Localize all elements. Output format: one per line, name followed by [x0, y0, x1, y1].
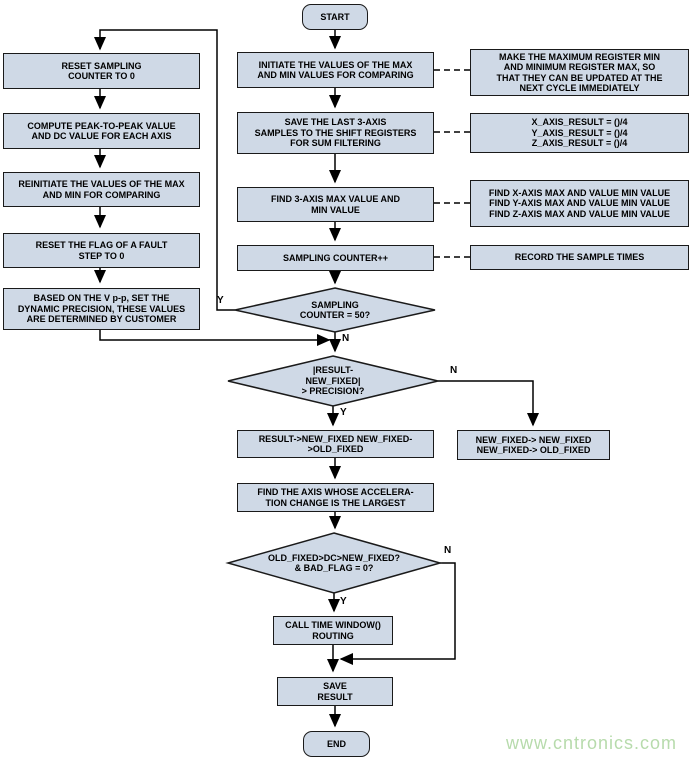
note-make-max-register: MAKE THE MAXIMUM REGISTER MIN AND MINIMU…: [470, 49, 689, 96]
process-sampling-counter-inc: SAMPLING COUNTER++: [237, 245, 434, 271]
process-reinitiate-max-min: REINITIATE THE VALUES OF THE MAX AND MIN…: [3, 172, 200, 207]
loop-decision-y-to-reset: [94, 29, 235, 311]
arrow-window-n-bypass: [339, 562, 456, 665]
process-save-samples: SAVE THE LAST 3-AXIS SAMPLES TO THE SHIF…: [237, 112, 434, 154]
branch-label-yes-sampling: Y: [217, 295, 224, 306]
decision-sampling-counter-label: SAMPLING COUNTER = 50?: [299, 299, 371, 321]
branch-label-yes-window: Y: [340, 596, 347, 607]
process-find-max-min: FIND 3-AXIS MAX VALUE AND MIN VALUE: [237, 187, 434, 222]
branch-label-no-sampling: N: [342, 333, 350, 344]
process-result-to-fixed: RESULT->NEW_FIXED NEW_FIXED- >OLD_FIXED: [237, 430, 434, 458]
end-terminator: END: [303, 731, 370, 757]
process-new-fixed-shift: NEW_FIXED-> NEW_FIXED NEW_FIXED-> OLD_FI…: [457, 430, 610, 460]
process-call-time-window: CALL TIME WINDOW() ROUTING: [273, 616, 393, 645]
start-terminator: START: [302, 4, 368, 30]
decision-time-window-label: OLD_FIXED>DC>NEW_FIXED? & BAD_FLAG = 0?: [267, 552, 401, 574]
process-save-result: SAVE RESULT: [277, 677, 393, 706]
decision-time-window: [225, 532, 443, 594]
note-record-sample-times: RECORD THE SAMPLE TIMES: [470, 245, 689, 270]
note-axis-result: X_AXIS_RESULT = ()/4 Y_AXIS_RESULT = ()/…: [470, 113, 689, 153]
decision-sampling-counter: [234, 287, 436, 333]
decision-precision-label: |RESULT- NEW_FIXED| > PRECISION?: [301, 365, 365, 397]
process-reset-counter: RESET SAMPLING COUNTER TO 0: [3, 53, 200, 89]
decision-precision: [227, 355, 439, 407]
process-initiate-max-min: INITIATE THE VALUES OF THE MAX AND MIN V…: [237, 52, 434, 88]
process-find-largest-axis: FIND THE AXIS WHOSE ACCELERA- TION CHANG…: [237, 483, 434, 512]
branch-label-no-window: N: [444, 545, 452, 556]
branch-label-yes-precision: Y: [340, 407, 347, 418]
process-compute-peak: COMPUTE PEAK-TO-PEAK VALUE AND DC VALUE …: [3, 113, 200, 149]
process-set-dynamic-precision: BASED ON THE V p-p, SET THE DYNAMIC PREC…: [3, 288, 200, 330]
branch-label-no-precision: N: [450, 365, 458, 376]
process-reset-fault-flag: RESET THE FLAG OF A FAULT STEP TO 0: [3, 233, 200, 268]
arrow-precision-n-to-newfixed: [438, 380, 539, 427]
arrow-based-to-junction: [99, 330, 331, 346]
note-find-axis-max-min: FIND X-AXIS MAX AND VALUE MIN VALUE FIND…: [470, 180, 689, 227]
watermark-text: www.cntronics.com: [506, 733, 678, 753]
